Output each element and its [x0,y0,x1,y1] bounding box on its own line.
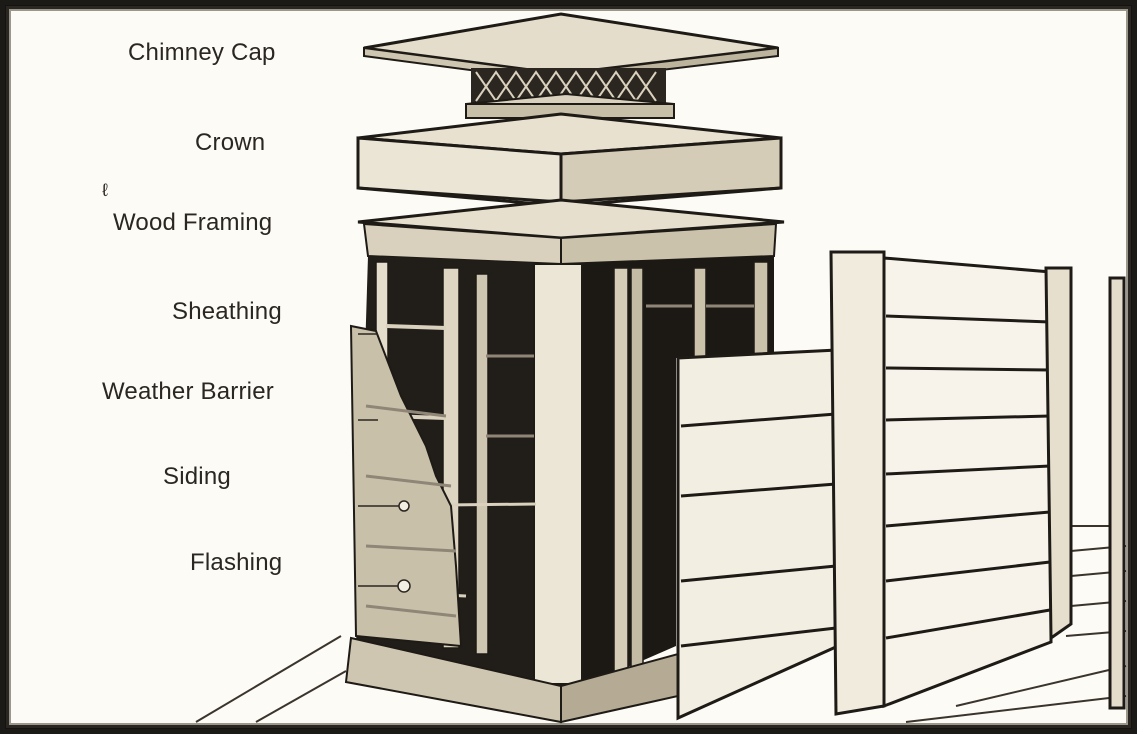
wood-framing-shape [357,198,785,266]
label-crown: Crown [195,129,266,156]
stray-mark: ℓ [102,180,108,200]
label-flashing: Flashing [190,549,283,576]
label-wood-framing: Wood Framing [113,209,273,236]
chimney-illustration: ℓ [102,12,1127,724]
label-siding: Siding [163,463,231,490]
label-chimney-cap: Chimney Cap [128,39,276,66]
siding-panels [676,250,1126,721]
label-weather-barrier: Weather Barrier [102,378,274,405]
chimney-cap-shape [363,12,779,120]
diagram-canvas: ℓ Chimney Cap Crown Wood Framing Sheathi… [6,6,1131,728]
label-sheathing: Sheathing [172,298,282,325]
crown-shape [356,112,783,208]
leader-lines [358,333,411,593]
